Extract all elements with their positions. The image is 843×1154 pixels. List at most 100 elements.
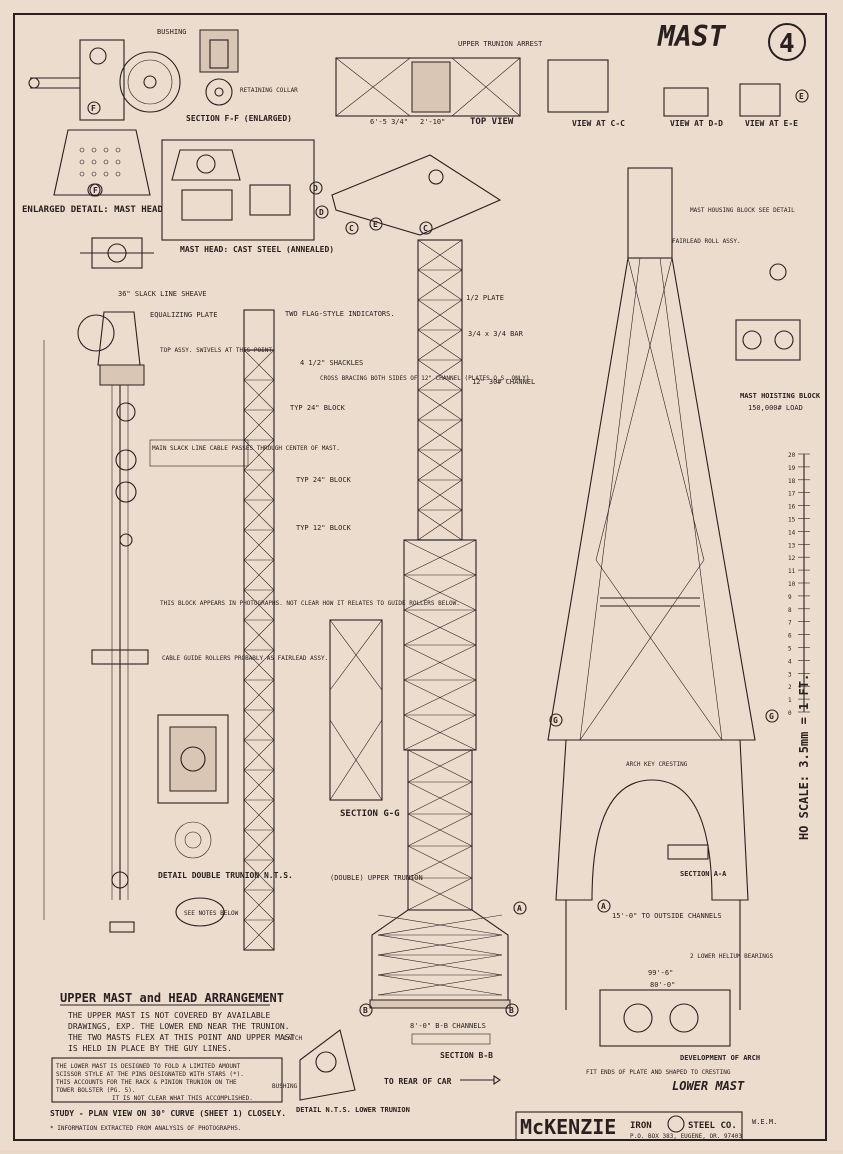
company-initials: W.E.M. bbox=[752, 1118, 777, 1126]
slack-line-sheave: 36" SLACK LINE SHEAVE bbox=[118, 290, 207, 298]
callout-circle bbox=[315, 205, 329, 219]
scale-tick-label: 17 bbox=[788, 491, 796, 498]
callout-letter: A bbox=[517, 904, 522, 913]
upper-mast-heading: UPPER MAST and HEAD ARRANGEMENT bbox=[60, 991, 284, 1005]
scale-tick-label: 15 bbox=[788, 517, 796, 524]
callout-circle bbox=[369, 217, 383, 231]
callout-letter: B bbox=[509, 1006, 514, 1015]
dim-8: 99'-6" bbox=[648, 969, 673, 977]
view-cc-label: VIEW AT C-C bbox=[572, 119, 625, 128]
study-note: STUDY - PLAN VIEW ON 30° CURVE (SHEET 1)… bbox=[50, 1109, 286, 1118]
double-trunion-label: DETAIL DOUBLE TRUNION N.T.S. bbox=[158, 871, 293, 880]
callout-circle bbox=[597, 899, 611, 913]
see-notes-label: SEE NOTES BELOW bbox=[184, 910, 239, 917]
lower-trunion-label: DETAIL N.T.S. LOWER TRUNION bbox=[296, 1106, 410, 1114]
upper-mast-line-3: THE TWO MASTS FLEX AT THIS POINT AND UPP… bbox=[68, 1033, 295, 1042]
small-views: VIEW AT C-C VIEW AT D-D VIEW AT E-E bbox=[547, 59, 798, 128]
top-view: UPPER TRUNION ARREST TOP VIEW 6'-5 3/4" … bbox=[335, 40, 543, 127]
scale-tick-label: 11 bbox=[788, 568, 796, 575]
enlarged-detail-label: ENLARGED DETAIL: MAST HEAD bbox=[22, 205, 163, 215]
callout-letter: F bbox=[93, 186, 98, 195]
section-bb-label: SECTION B-B bbox=[440, 1051, 493, 1060]
title-block-top: MAST 4 bbox=[657, 20, 806, 61]
company-iron: IRON bbox=[630, 1121, 652, 1131]
view-ee-label: VIEW AT E-E bbox=[745, 119, 798, 128]
bushing-label-2: BUSHING bbox=[272, 1083, 298, 1090]
swivel-assembly bbox=[80, 237, 154, 269]
callout-letter: D bbox=[319, 208, 324, 217]
scale-tick-label: 16 bbox=[788, 504, 796, 511]
company-block: McKENZIE IRON STEEL CO. P.O. BOX 383, EU… bbox=[515, 1111, 777, 1141]
scale-tick-label: 19 bbox=[788, 465, 796, 472]
callout-circle bbox=[87, 101, 101, 115]
block-appears-note: THIS BLOCK APPEARS IN PHOTOGRAPHS. NOT C… bbox=[160, 600, 460, 607]
block24-note-1: TYP 24" BLOCK bbox=[290, 404, 346, 412]
callout-letter: C bbox=[423, 224, 428, 233]
info-note: * INFORMATION EXTRACTED FROM ANALYSIS OF… bbox=[50, 1125, 241, 1132]
lower-mast-label: LOWER MAST bbox=[672, 1079, 745, 1093]
section-gg: SECTION G-G bbox=[329, 619, 400, 819]
upper-trunion-arrest: UPPER TRUNION ARREST bbox=[458, 40, 543, 48]
mast-head-label: MAST HEAD: CAST STEEL (ANNEALED) bbox=[180, 245, 334, 254]
callout-letter: E bbox=[373, 220, 378, 229]
callout-letter: F bbox=[91, 104, 96, 113]
dim-2: 2'-10" bbox=[420, 118, 445, 126]
section-ff-label: SECTION F-F (ENLARGED) bbox=[186, 114, 292, 123]
latch-label: LATCH bbox=[284, 1035, 302, 1042]
lower-mast-side: 1/2 PLATE 3/4 x 3/4 BAR CROSS BRACING BO… bbox=[320, 154, 535, 1060]
fairlead-note: FAIRLEAD ROLL ASSY. bbox=[672, 238, 741, 245]
scale-tick-label: 18 bbox=[788, 478, 796, 485]
upper-mast-truss: TWO FLAG-STYLE INDICATORS. 4 1/2" SHACKL… bbox=[243, 309, 423, 951]
shackles-note: 4 1/2" SHACKLES bbox=[300, 359, 363, 367]
lower-hinges-note: 2 LOWER HELIUM BEARINGS bbox=[690, 953, 773, 960]
sheet-title: MAST bbox=[657, 20, 727, 53]
dim-9: 80'-0" bbox=[650, 981, 675, 989]
company-address: P.O. BOX 383, EUGENE, OR. 97403 bbox=[630, 1133, 742, 1140]
bar-note: 3/4 x 3/4 BAR bbox=[468, 330, 524, 338]
callout-circle bbox=[513, 901, 527, 915]
bushing-section: BUSHING RETAINING COLLAR SECTION F-F (EN… bbox=[157, 28, 298, 123]
scale-tick-label: 13 bbox=[788, 542, 796, 549]
lower-mast-line-2: SCISSOR STYLE AT THE PINS DESIGNATED WIT… bbox=[56, 1071, 244, 1078]
lower-mast-line-3: THIS ACCOUNTS FOR THE RACK & PINION TRUN… bbox=[56, 1079, 237, 1086]
cable-guide-note: CABLE GUIDE ROLLERS PROBABLY AS FAIRLEAD… bbox=[162, 655, 328, 662]
scale-tick-label: 7 bbox=[788, 620, 792, 627]
hoisting-load: 150,000# LOAD bbox=[748, 404, 803, 412]
lower-mast-line-1: THE LOWER MAST IS DESIGNED TO FOLD A LIM… bbox=[56, 1063, 241, 1070]
callout-circle bbox=[89, 183, 103, 197]
upper-mast-elevation: 36" SLACK LINE SHEAVE EQUALIZING PLATE T… bbox=[43, 290, 460, 933]
callout-letter: E bbox=[799, 92, 804, 101]
callout-letter: A bbox=[601, 902, 606, 911]
block24-note-2: TYP 24" BLOCK bbox=[296, 476, 352, 484]
section-gg-label: SECTION G-G bbox=[340, 809, 400, 819]
callout-circle bbox=[345, 221, 359, 235]
scale-tick-label: 20 bbox=[788, 452, 796, 459]
double-trunion-detail: DETAIL DOUBLE TRUNION N.T.S. bbox=[157, 714, 293, 880]
scale-tick-label: 0 bbox=[788, 710, 792, 717]
callout-circle bbox=[309, 181, 323, 195]
to-rear-label: TO REAR OF CAR bbox=[384, 1077, 452, 1086]
top-assy-note: TOP ASSY. SWIVELS AT THIS POINT bbox=[160, 347, 272, 354]
upper-mast-line-1: THE UPPER MAST IS NOT COVERED BY AVAILAB… bbox=[68, 1011, 270, 1020]
flag-indicators-note: TWO FLAG-STYLE INDICATORS. bbox=[285, 310, 395, 318]
section-aa-label: SECTION A-A bbox=[680, 870, 727, 878]
lower-trunion-detail: LATCH BUSHING DETAIL N.T.S. LOWER TRUNIO… bbox=[272, 1029, 501, 1114]
sheet-number: 4 bbox=[779, 29, 795, 59]
sheet-border bbox=[13, 13, 827, 1141]
lower-mast-box: THE LOWER MAST IS DESIGNED TO FOLD A LIM… bbox=[51, 1057, 283, 1103]
main-slack-line-note: MAIN SLACK LINE CABLE PASSES THROUGH CEN… bbox=[152, 445, 340, 452]
arch-development: 99'-6" 80'-0" DEVELOPMENT OF ARCH FIT EN… bbox=[586, 969, 760, 1093]
development-label: DEVELOPMENT OF ARCH bbox=[680, 1054, 760, 1062]
callout-letter: D bbox=[313, 184, 318, 193]
outside-channels-note: 15'-0" TO OUTSIDE CHANNELS bbox=[612, 912, 722, 920]
scale-tick-label: 14 bbox=[788, 529, 796, 536]
callout-letter: B bbox=[363, 1006, 368, 1015]
scale-tick-label: 9 bbox=[788, 594, 792, 601]
cross-bracing-note: CROSS BRACING BOTH SIDES OF 12" CHANNEL … bbox=[320, 375, 530, 382]
callout-circle bbox=[765, 709, 779, 723]
plate-note: 1/2 PLATE bbox=[466, 294, 504, 302]
hoisting-block: MAST HOISTING BLOCK 150,000# LOAD bbox=[735, 263, 821, 412]
equalizing-plate-label: EQUALIZING PLATE bbox=[150, 311, 217, 319]
